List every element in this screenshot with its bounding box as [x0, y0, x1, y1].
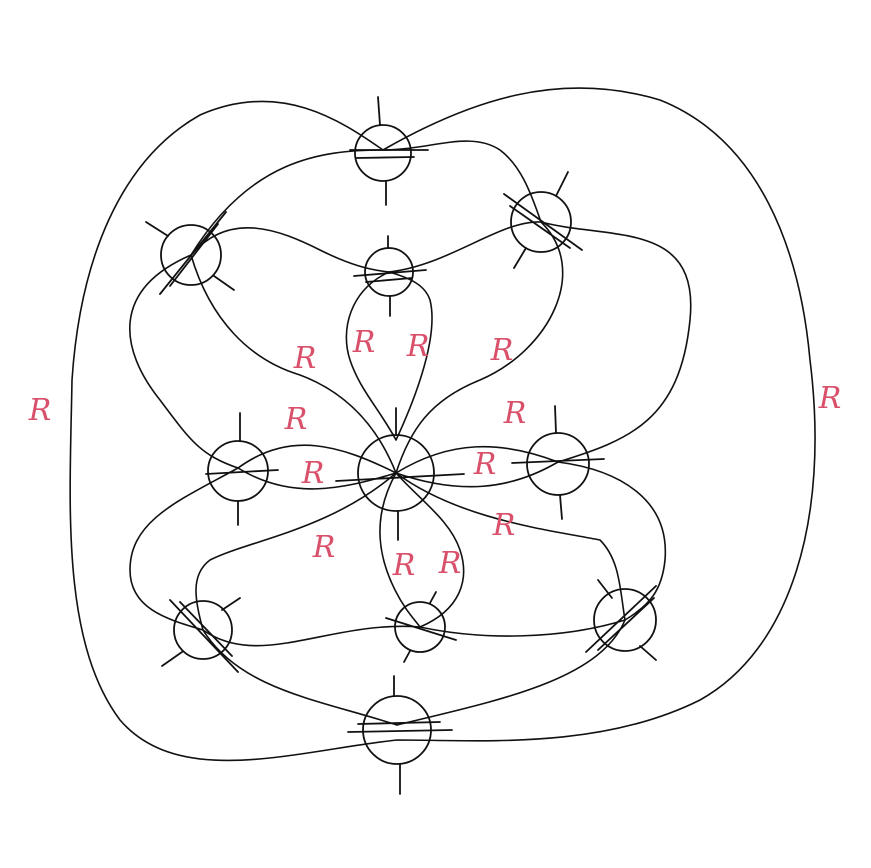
lowerleft-to-bottom-curve — [202, 629, 398, 726]
rightmid-to-lowerright-curve — [557, 461, 667, 621]
outer-loop-curve — [69, 87, 816, 762]
region-label: R — [503, 396, 527, 431]
lowercenter-to-lowerright-curve — [419, 619, 626, 637]
region-label: R — [284, 402, 308, 437]
vertex-lower-right — [585, 579, 657, 661]
region-label: R — [28, 393, 52, 428]
upperright-to-rightmid-curve — [540, 221, 692, 463]
region-label: R — [438, 546, 462, 581]
vertex-left-mid — [205, 412, 279, 526]
vertex-top — [349, 96, 429, 206]
upperleft-to-centertop-curve — [190, 227, 390, 273]
vertex-bottom — [347, 675, 453, 795]
region-label: R — [312, 530, 336, 565]
vertex-lower-center — [385, 591, 457, 663]
region-label: R — [473, 447, 497, 482]
vertex-center — [335, 407, 465, 541]
vertex-lower-left — [161, 597, 241, 673]
center-to-rightmid-upper-curve — [395, 445, 559, 474]
center-to-rightmid-lower-curve — [395, 461, 559, 488]
vertex-right-mid — [511, 405, 605, 520]
upperleft-to-leftmid-curve — [129, 254, 239, 469]
region-label: R — [492, 508, 516, 543]
lowerright-to-bottom-curve — [396, 619, 626, 726]
centertop-to-upperright-curve — [388, 221, 542, 273]
region-label: R — [392, 548, 416, 583]
vertex-upper-left — [145, 211, 235, 295]
upperleft-to-center-curve — [190, 254, 397, 474]
leftmid-to-lowerleft-curve — [129, 467, 239, 631]
center-to-lowerleft-curve — [195, 472, 397, 631]
region-label: R — [406, 329, 430, 364]
region-label: R — [818, 381, 842, 416]
region-label: R — [293, 341, 317, 376]
region-label: R — [490, 333, 514, 368]
center-to-lowerright-curve — [395, 472, 626, 621]
centertop-petal-curve — [345, 271, 433, 441]
leftmid-to-center-upper-curve — [237, 444, 397, 474]
lowerleft-to-lowercenter-curve — [202, 625, 421, 647]
vertex-center-top — [353, 235, 427, 317]
top-to-upperleft-curve — [190, 149, 384, 256]
diagram-vertices — [145, 96, 657, 795]
vertex-upper-right — [503, 171, 583, 269]
upperright-to-center-curve — [395, 221, 564, 474]
region-label: R — [352, 325, 376, 360]
diagram-curves — [69, 87, 816, 762]
region-label: R — [301, 456, 325, 491]
top-to-upperright-curve — [382, 140, 542, 223]
